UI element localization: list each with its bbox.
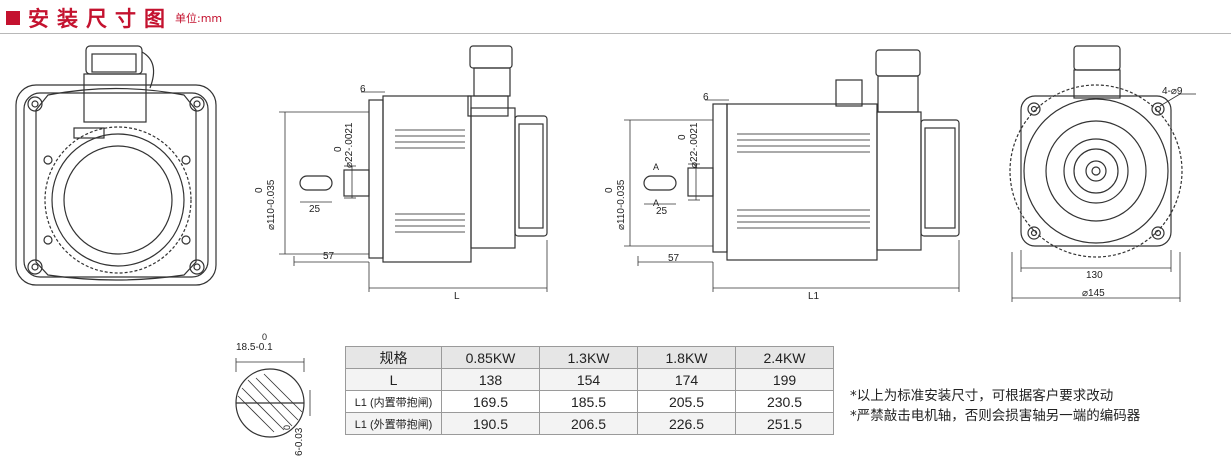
row-label: L1 (内置带抱闸): [345, 390, 442, 413]
shaft-tol-dim: 0: [333, 146, 344, 152]
flange-diameter-dim: ⌀110-0.035: [266, 179, 277, 230]
unit-label: 单位:mm: [175, 12, 223, 25]
note-item: *以上为标准安装尺寸，可根据客户要求改动: [850, 388, 1114, 404]
note-item: *严禁敲击电机轴，否则会损害轴另一端的编码器: [850, 408, 1141, 424]
mounting-holes-dim: 4-⌀9: [1162, 86, 1183, 97]
key-width-dim: 6-0.03: [294, 427, 305, 456]
length-l-dim: L: [454, 291, 460, 302]
side-view-l1: [624, 49, 960, 292]
table-cell: 251.5: [735, 412, 834, 435]
table-cell: 169.5: [441, 390, 540, 413]
key-length-dim-2: 25: [656, 206, 668, 217]
spec-header-cell: 2.4KW: [735, 346, 834, 369]
keyway-depth-dim-2: 6: [703, 92, 709, 103]
flange-tol-dim-2: 0: [604, 187, 615, 193]
table-row: L1 (内置带抱闸) 169.5 185.5 205.5 230.5: [345, 390, 834, 413]
notes-block: *以上为标准安装尺寸，可根据客户要求改动 *严禁敲击电机轴，否则会损害轴另一端的…: [850, 386, 1140, 426]
table-cell: 185.5: [539, 390, 638, 413]
page-title: 安装尺寸图: [28, 7, 173, 31]
section-mark-top: A: [653, 162, 659, 172]
table-cell: 190.5: [441, 412, 540, 435]
rear-view: [15, 45, 217, 286]
length-l1-dim: L1: [808, 291, 820, 302]
section-mark-bottom: A: [653, 198, 659, 208]
front-view: [1009, 45, 1196, 302]
table-cell: 174: [637, 368, 736, 391]
key-height-tol: 0: [262, 332, 267, 342]
row-label: L: [345, 368, 442, 391]
table-row: L1 (外置带抱闸) 190.5 206.5 226.5 251.5: [345, 412, 834, 435]
header-square-icon: [6, 11, 20, 25]
spec-table: 规格 0.85KW 1.3KW 1.8KW 2.4KW L 138 154 17…: [345, 346, 834, 435]
shaft-tol-dim-2: 0: [677, 134, 688, 140]
table-cell: 206.5: [539, 412, 638, 435]
header-divider: [0, 33, 1231, 34]
table-cell: 230.5: [735, 390, 834, 413]
row-label: L1 (外置带抱闸): [345, 412, 442, 435]
shaft-diameter-dim: ⌀22-.0021: [344, 122, 355, 168]
shaft-length-dim: 57: [323, 251, 335, 262]
pcd-dim: ⌀145: [1082, 288, 1105, 299]
table-row: L 138 154 174 199: [345, 368, 834, 391]
spec-header-cell: 1.8KW: [637, 346, 736, 369]
flange-diameter-dim-2: ⌀110-0.035: [616, 179, 627, 230]
key-width-tol: 0: [282, 425, 292, 430]
table-cell: 154: [539, 368, 638, 391]
flange-tol-dim: 0: [254, 187, 265, 193]
table-cell: 205.5: [637, 390, 736, 413]
keyway-depth-dim: 6: [360, 84, 366, 95]
spec-header-cell: 1.3KW: [539, 346, 638, 369]
key-height-dim: 18.5-0.1: [236, 342, 273, 353]
side-view-l: [279, 45, 548, 292]
table-cell: 199: [735, 368, 834, 391]
table-cell: 138: [441, 368, 540, 391]
keyway-section: [235, 358, 311, 438]
section-header: 安装尺寸图 单位:mm: [6, 4, 222, 32]
shaft-diameter-dim-2: ⌀22-.0021: [689, 122, 700, 168]
key-length-dim: 25: [309, 204, 321, 215]
spec-header-cell: 规格: [345, 346, 442, 369]
table-cell: 226.5: [637, 412, 736, 435]
spec-header-cell: 0.85KW: [441, 346, 540, 369]
flange-square-dim: 130: [1086, 270, 1103, 281]
shaft-length-dim-2: 57: [668, 253, 680, 264]
spec-table-header: 规格 0.85KW 1.3KW 1.8KW 2.4KW: [345, 346, 834, 369]
